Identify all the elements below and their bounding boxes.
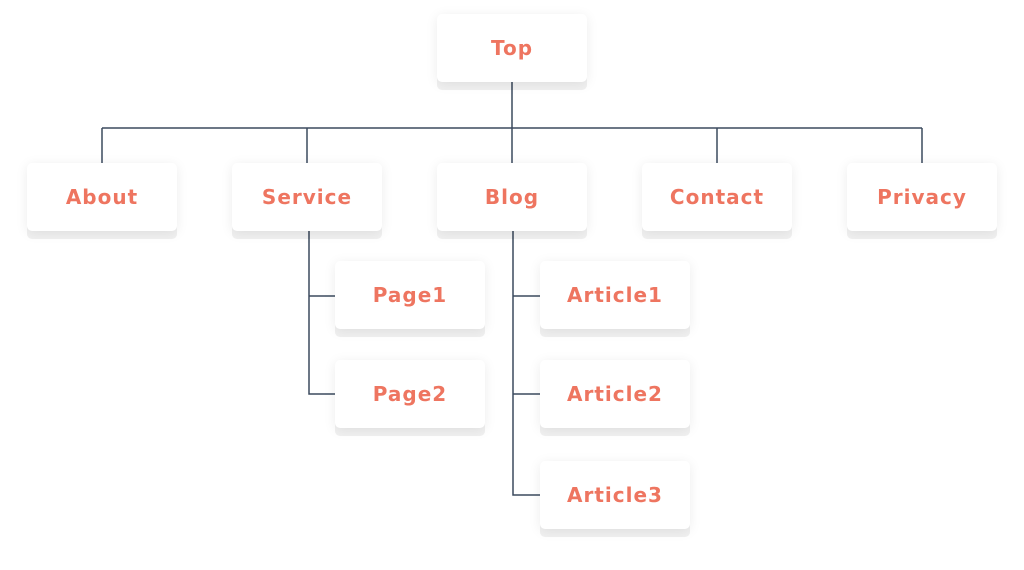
node-label: Top xyxy=(490,36,534,60)
node-page1: Page1 xyxy=(335,261,485,329)
node-label: About xyxy=(65,185,139,209)
node-label: Article1 xyxy=(567,283,663,307)
node-article2: Article2 xyxy=(540,360,690,428)
connector-blog-trunk xyxy=(512,231,540,496)
node-privacy: Privacy xyxy=(847,163,997,231)
node-page2: Page2 xyxy=(335,360,485,428)
connector-service-trunk xyxy=(308,231,335,395)
node-service: Service xyxy=(232,163,382,231)
node-article1: Article1 xyxy=(540,261,690,329)
node-contact: Contact xyxy=(642,163,792,231)
node-about: About xyxy=(27,163,177,231)
node-label: Privacy xyxy=(877,185,967,209)
node-label: Contact xyxy=(669,185,765,209)
node-label: Article3 xyxy=(567,483,663,507)
node-article3: Article3 xyxy=(540,461,690,529)
node-label: Blog xyxy=(484,185,540,209)
node-label: Page2 xyxy=(372,382,448,406)
node-top: Top xyxy=(437,14,587,82)
node-label: Service xyxy=(261,185,353,209)
node-blog: Blog xyxy=(437,163,587,231)
node-label: Page1 xyxy=(372,283,448,307)
node-label: Article2 xyxy=(567,382,663,406)
